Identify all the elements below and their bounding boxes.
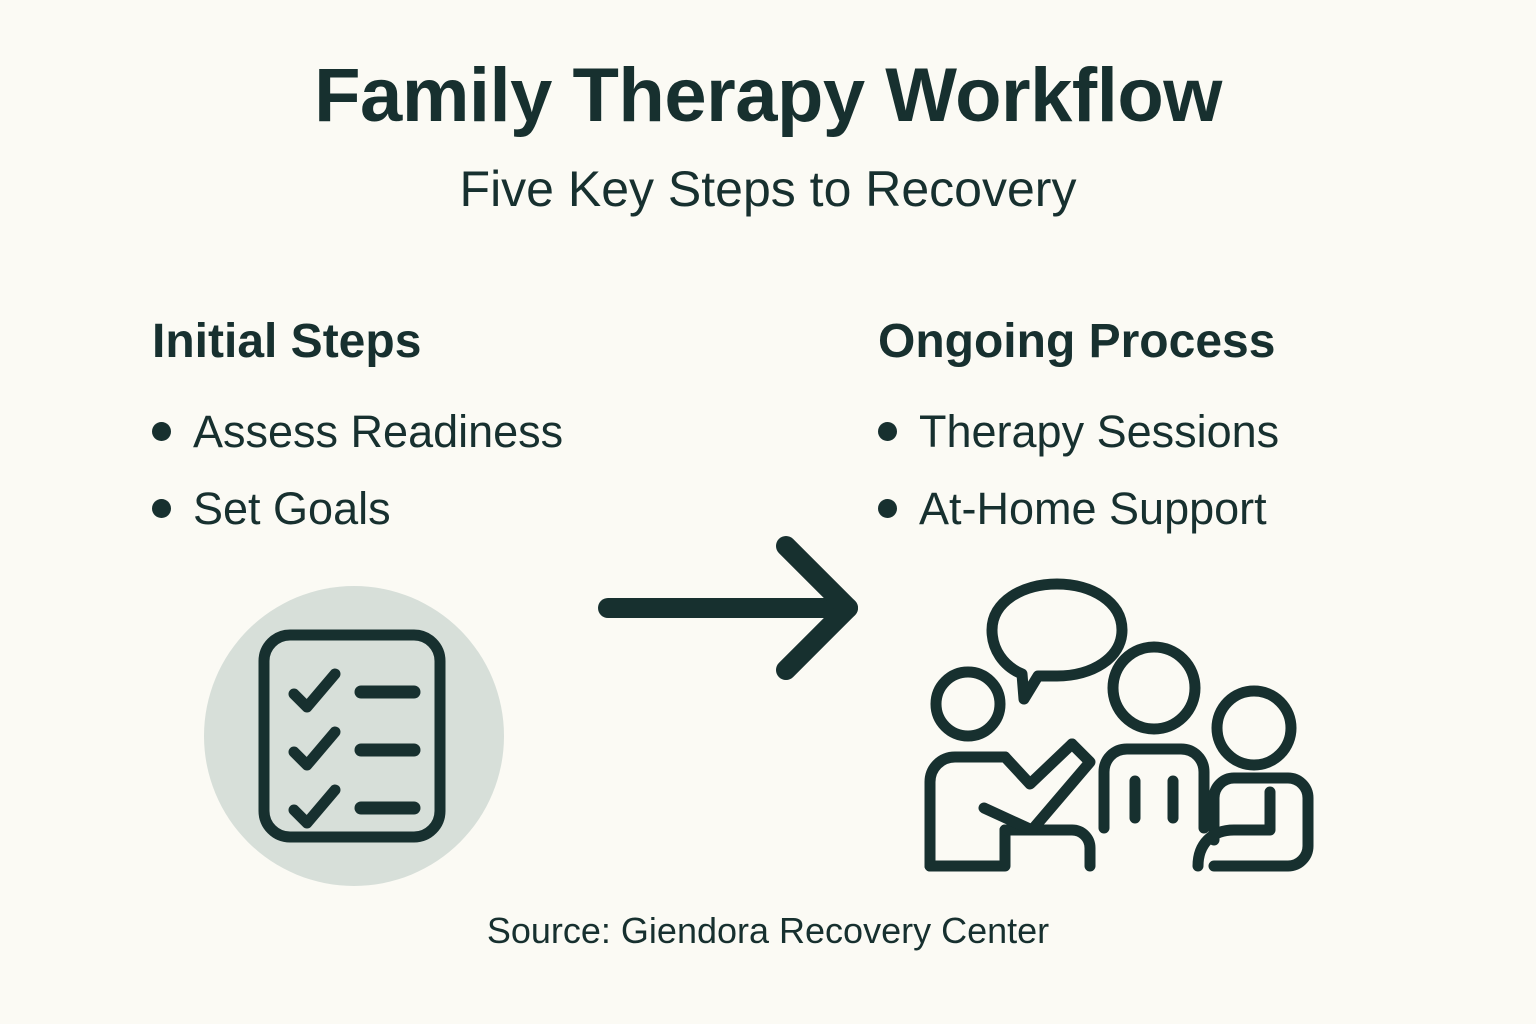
- list-item: Set Goals: [152, 483, 712, 535]
- source-caption: Source: Giendora Recovery Center: [486, 910, 1050, 951]
- column-heading-ongoing-process: Ongoing Process: [878, 315, 1276, 368]
- list-item: At-Home Support: [878, 483, 1438, 535]
- group-conversation-icon: [912, 578, 1336, 888]
- list-item: Assess Readiness: [152, 408, 712, 455]
- column-initial-steps: Initial Steps Assess Readiness Set Goals: [152, 318, 712, 563]
- bullet-dot-icon: [878, 499, 897, 519]
- bullet-list-ongoing-process: Therapy Sessions At-Home Support: [878, 408, 1438, 533]
- right-arrow-icon: [596, 528, 872, 688]
- column-heading-initial-steps: Initial Steps: [152, 315, 422, 368]
- bullet-label: Set Goals: [193, 483, 391, 535]
- bullet-label: Assess Readiness: [193, 406, 564, 457]
- header: Family Therapy Workflow Five Key Steps t…: [0, 53, 1536, 217]
- bullet-dot-icon: [152, 422, 171, 442]
- page-subtitle: Five Key Steps to Recovery: [459, 161, 1077, 217]
- page-title: Family Therapy Workflow: [314, 53, 1222, 138]
- column-ongoing-process: Ongoing Process Therapy Sessions At-Home…: [878, 318, 1438, 563]
- checklist-clipboard-icon: [204, 586, 504, 886]
- bullet-label: At-Home Support: [919, 483, 1267, 535]
- bullet-list-initial-steps: Assess Readiness Set Goals: [152, 408, 712, 533]
- bullet-label: Therapy Sessions: [919, 406, 1280, 457]
- bullet-dot-icon: [152, 499, 171, 519]
- bullet-dot-icon: [878, 422, 897, 442]
- list-item: Therapy Sessions: [878, 408, 1438, 455]
